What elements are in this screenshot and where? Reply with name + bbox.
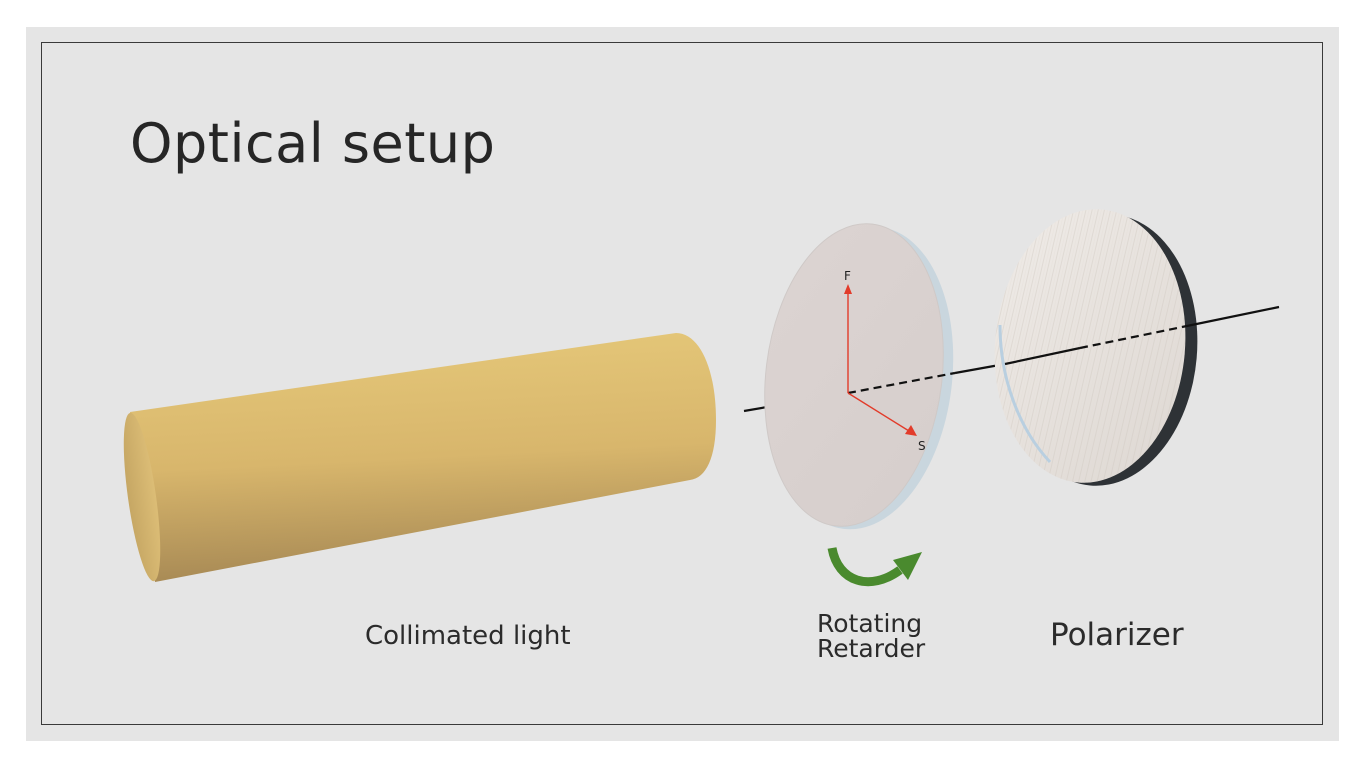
- optical-axis-exit: [1181, 305, 1280, 329]
- optical-axis-through-polarizer: [1079, 325, 1183, 350]
- slow-axis-arrow: [847, 392, 910, 432]
- optical-axis-through-retarder: [847, 371, 956, 395]
- rotating-retarder-label-line2: Retarder: [817, 634, 926, 663]
- collimated-light-label: Collimated light: [365, 621, 571, 651]
- optical-axis-into-polarizer: [1004, 346, 1081, 366]
- retarder-disc: [764, 223, 954, 530]
- retarder-axes: F S: [844, 269, 926, 453]
- rotating-retarder-label-line1: Rotating: [817, 609, 923, 638]
- curved-arrow-icon: [827, 546, 922, 587]
- collimated-light-beam: [123, 333, 716, 582]
- slow-axis-label: S: [918, 439, 926, 453]
- slide-frame: [41, 42, 1323, 725]
- rotating-retarder-label: Rotating Retarder: [817, 611, 925, 661]
- slide-title: Optical setup: [130, 112, 496, 175]
- polarizer-disc: [994, 209, 1198, 486]
- slow-axis-arrowhead: [905, 425, 917, 436]
- polarizer-label: Polarizer: [1050, 617, 1184, 653]
- fast-axis-label: F: [844, 269, 851, 283]
- fast-axis-arrowhead: [844, 284, 852, 294]
